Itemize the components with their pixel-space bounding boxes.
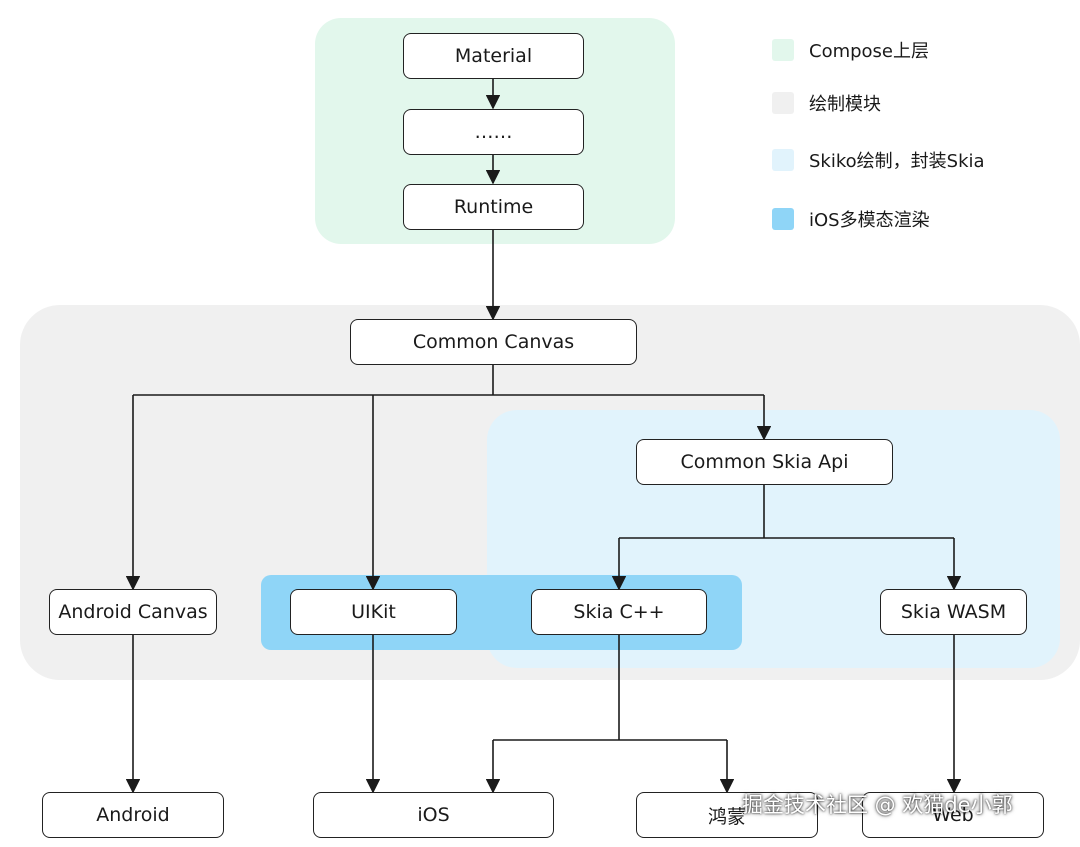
watermark-text: 掘金技术社区 @ 欢猫de小郭 <box>742 793 1013 817</box>
legend-swatch <box>772 92 794 114</box>
legend-label: Compose上层 <box>809 41 930 62</box>
legend-swatch <box>772 39 794 61</box>
android-canvas-node: Android Canvas <box>49 589 217 635</box>
android-node: Android <box>42 792 224 838</box>
skia-cpp-node: Skia C++ <box>531 589 707 635</box>
legend-label: iOS多模态渲染 <box>809 210 930 231</box>
material-node: Material <box>403 33 584 79</box>
legend-item-skiko: Skiko绘制，封装Skia <box>772 147 985 173</box>
ellipsis-node: …… <box>403 109 584 155</box>
web-node: Web <box>862 792 1044 838</box>
legend-swatch <box>772 149 794 171</box>
runtime-node: Runtime <box>403 184 584 230</box>
common-skia-api-node: Common Skia Api <box>636 439 893 485</box>
legend-swatch <box>772 208 794 230</box>
legend-label: 绘制模块 <box>809 94 881 115</box>
legend-item-compose-upper: Compose上层 <box>772 37 929 63</box>
common-canvas-node: Common Canvas <box>350 319 637 365</box>
ios-node: iOS <box>313 792 554 838</box>
skia-wasm-node: Skia WASM <box>880 589 1027 635</box>
legend-label: Skiko绘制，封装Skia <box>809 151 985 172</box>
legend-item-drawing-module: 绘制模块 <box>772 90 881 116</box>
uikit-node: UIKit <box>290 589 457 635</box>
hongmeng-node: 鸿蒙 <box>636 792 818 838</box>
legend-item-ios-multimodal: iOS多模态渲染 <box>772 206 930 232</box>
